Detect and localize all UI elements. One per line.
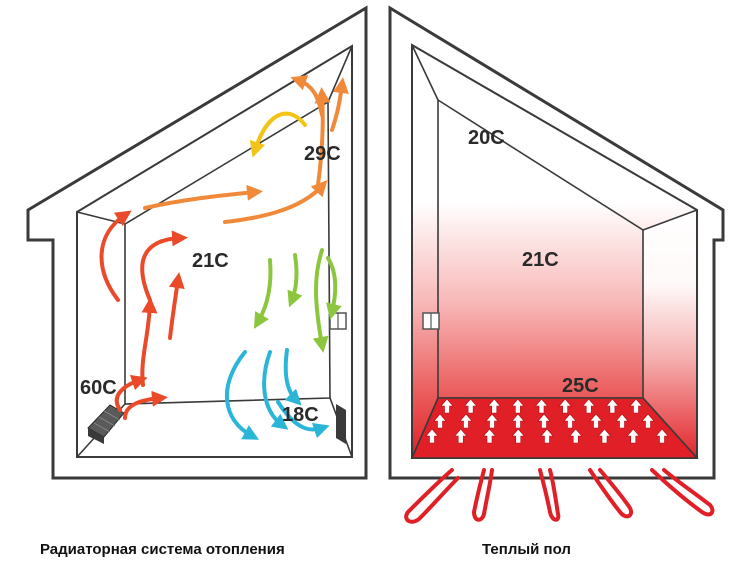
heat-up-arrow-icon (582, 398, 596, 414)
radiator-room-temp-top: 29C (304, 143, 341, 165)
heat-up-arrow-icon (563, 413, 577, 429)
heat-up-arrow-icon (487, 398, 501, 414)
radiator-house: 29C 21C 60C 18C (26, 5, 368, 480)
heat-up-arrow-icon (641, 413, 655, 429)
heat-up-arrow-icon (433, 413, 447, 429)
heat-up-arrow-icon (655, 428, 669, 444)
heat-up-arrow-icon (454, 428, 468, 444)
radiator-room-temp-middle: 21C (192, 250, 229, 272)
underfloor-pipes (404, 468, 715, 524)
window-icon (329, 312, 347, 330)
floor-heat-gradient (412, 45, 697, 458)
floor-room-temp-middle: 21C (522, 249, 559, 271)
heat-up-arrow-icon (463, 398, 478, 414)
heat-up-arrow-icon (629, 398, 643, 414)
floor-vent-icon (336, 404, 346, 444)
heat-up-arrow-icon (540, 428, 554, 444)
heat-up-arrow-icon (569, 428, 583, 444)
heat-up-arrow-icon (425, 428, 439, 444)
warm-air-arrows (99, 75, 349, 420)
heat-up-arrow-icon (482, 428, 497, 444)
heat-up-arrow-icon (626, 428, 640, 444)
floor-room-temp-floor: 25C (562, 375, 599, 397)
cool-air-arrows (224, 248, 342, 440)
heat-up-arrow-icon (485, 413, 499, 429)
floor-heating-caption: Теплый пол (482, 541, 571, 558)
heat-up-arrow-icon (537, 413, 551, 429)
floor-heat-arrows (425, 398, 669, 444)
heated-floor-plate (410, 397, 699, 459)
heat-up-arrow-icon (558, 398, 572, 414)
heat-up-arrow-icon (589, 413, 603, 429)
radiator-temp-label: 60C (80, 377, 117, 399)
radiator-house-outline (26, 5, 368, 480)
window-icon (422, 312, 440, 330)
floor-heating-house: 20C 21C 25C (388, 5, 725, 524)
floor-house-outline (388, 5, 725, 480)
heat-up-arrow-icon (605, 398, 620, 414)
heat-up-arrow-icon (511, 428, 525, 444)
heat-up-arrow-icon (615, 413, 629, 429)
radiator-room-temp-floor: 18C (282, 404, 319, 426)
heat-up-arrow-icon (440, 398, 454, 414)
heat-up-arrow-icon (534, 398, 549, 414)
radiator-system-caption: Радиаторная система отопления (40, 541, 285, 558)
heat-up-arrow-icon (597, 428, 612, 444)
heat-up-arrow-icon (511, 398, 525, 414)
heat-up-arrow-icon (459, 413, 473, 429)
floor-room-temp-top: 20C (468, 127, 505, 149)
heat-up-arrow-icon (511, 413, 525, 429)
